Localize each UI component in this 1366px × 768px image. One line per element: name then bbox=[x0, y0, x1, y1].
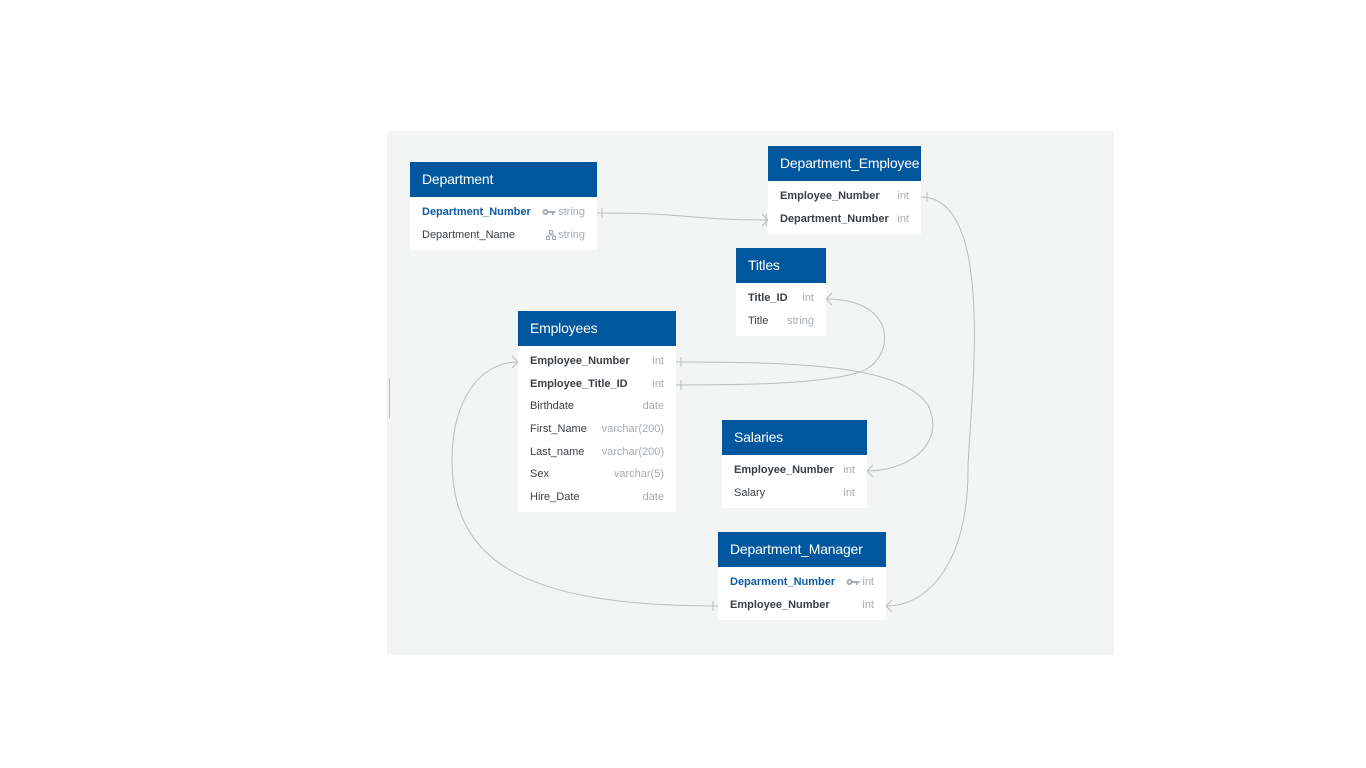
table-department-employee[interactable]: Department_Employee Employee_Number int … bbox=[768, 146, 921, 235]
field-row[interactable]: Employee_Number int bbox=[768, 185, 921, 208]
field-row[interactable]: Employee_Number int bbox=[518, 350, 676, 373]
key-icon bbox=[542, 209, 556, 216]
field-type: int bbox=[862, 576, 874, 589]
field-name: Hire_Date bbox=[530, 490, 580, 503]
field-name: Birthdate bbox=[530, 400, 575, 413]
field-type: int bbox=[897, 212, 909, 225]
field-name: First_Name bbox=[530, 423, 587, 436]
field-row[interactable]: Department_Number string bbox=[410, 201, 597, 224]
field-row[interactable]: Deparment_Number int bbox=[718, 571, 886, 594]
field-type: varchar(200) bbox=[601, 445, 664, 458]
field-type: int bbox=[652, 377, 664, 390]
table-department-manager[interactable]: Department_Manager Deparment_Number int … bbox=[718, 532, 886, 621]
table-header[interactable]: Department bbox=[410, 162, 597, 197]
field-row[interactable]: Title string bbox=[736, 310, 826, 333]
field-type: date bbox=[642, 400, 664, 413]
canvas-resize-handle[interactable] bbox=[389, 378, 390, 418]
field-name: Employee_Number bbox=[530, 355, 630, 368]
field-type: int bbox=[652, 355, 664, 368]
field-type: string bbox=[787, 314, 814, 327]
field-type: varchar(5) bbox=[613, 468, 664, 481]
table-header[interactable]: Department_Manager bbox=[718, 532, 886, 567]
table-header[interactable]: Titles bbox=[736, 248, 826, 283]
field-row[interactable]: Last_name varchar(200) bbox=[518, 440, 676, 463]
field-type: string bbox=[558, 206, 585, 219]
field-name: Title_ID bbox=[748, 292, 788, 305]
field-type: int bbox=[862, 598, 874, 611]
table-salaries[interactable]: Salaries Employee_Number int Salary int bbox=[722, 420, 867, 509]
field-type: int bbox=[802, 292, 814, 305]
field-name: Employee_Number bbox=[734, 464, 834, 477]
field-row[interactable]: Birthdate date bbox=[518, 395, 676, 418]
field-name: Sex bbox=[530, 468, 549, 481]
field-type: int bbox=[897, 190, 909, 203]
field-row[interactable]: Sex varchar(5) bbox=[518, 463, 676, 486]
field-row[interactable]: Salary int bbox=[722, 482, 867, 505]
field-name: Department_Number bbox=[780, 212, 889, 225]
field-name: Employee_Number bbox=[780, 190, 880, 203]
field-row[interactable]: Hire_Date date bbox=[518, 486, 676, 509]
field-type: varchar(200) bbox=[601, 423, 664, 436]
table-header[interactable]: Department_Employee bbox=[768, 146, 921, 181]
field-name: Deparment_Number bbox=[730, 576, 836, 589]
table-header[interactable]: Salaries bbox=[722, 420, 867, 455]
field-type: int bbox=[843, 464, 855, 477]
field-name: Salary bbox=[734, 486, 766, 499]
field-type-cell: int bbox=[846, 576, 874, 588]
table-department[interactable]: Department Department_Number string Depa… bbox=[410, 162, 597, 251]
table-titles[interactable]: Titles Title_ID int Title string bbox=[736, 248, 826, 337]
field-row[interactable]: Employee_Title_ID int bbox=[518, 373, 676, 396]
field-name: Department_Name bbox=[422, 228, 515, 241]
table-header[interactable]: Employees bbox=[518, 311, 676, 346]
field-row[interactable]: First_Name varchar(200) bbox=[518, 418, 676, 441]
field-row[interactable]: Title_ID int bbox=[736, 287, 826, 310]
field-type-cell: string bbox=[542, 206, 585, 218]
field-row[interactable]: Employee_Number int bbox=[722, 459, 867, 482]
field-type-cell: string bbox=[546, 229, 585, 241]
field-name: Employee_Number bbox=[730, 598, 830, 611]
field-type: int bbox=[843, 486, 855, 499]
field-name: Department_Number bbox=[422, 206, 531, 219]
field-name: Employee_Title_ID bbox=[530, 377, 628, 390]
table-employees[interactable]: Employees Employee_Number int Employee_T… bbox=[518, 311, 676, 513]
field-row[interactable]: Department_Number int bbox=[768, 208, 921, 231]
field-name: Title bbox=[748, 314, 769, 327]
field-row[interactable]: Employee_Number int bbox=[718, 594, 886, 617]
field-type: string bbox=[558, 228, 585, 241]
key-icon bbox=[846, 579, 860, 586]
field-row[interactable]: Department_Name string bbox=[410, 224, 597, 247]
field-type: date bbox=[642, 490, 664, 503]
index-icon bbox=[546, 229, 557, 240]
field-name: Last_name bbox=[530, 445, 585, 458]
